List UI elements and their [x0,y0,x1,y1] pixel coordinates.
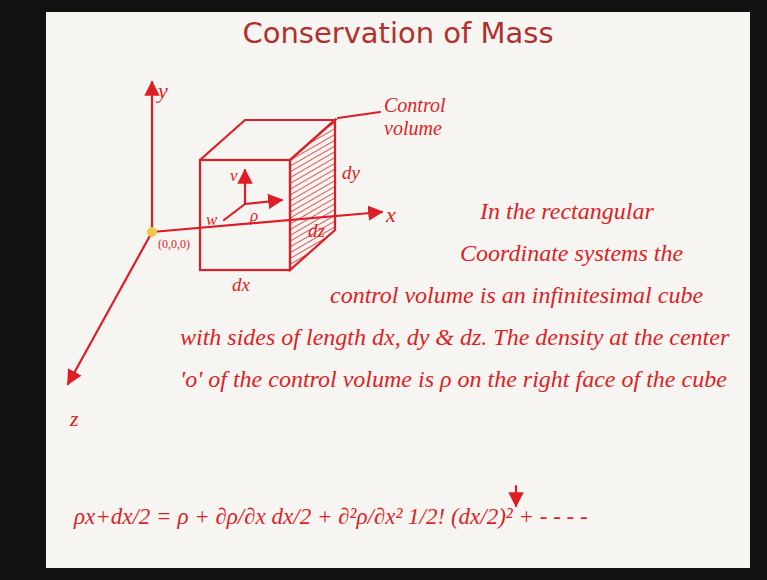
axis-label: y [158,78,168,103]
axis-label: x [386,202,396,227]
slide-background: Conservation of Mass Control volume y x z (0… [46,12,750,568]
z-axis [68,232,152,384]
dimension-label: dy [342,162,360,184]
slide-title: Conservation of Mass [46,16,750,50]
density-label: ρ [250,206,258,226]
cube-face [200,160,290,270]
axis-label: z [70,406,79,431]
y-axis [151,82,153,232]
dimension-label: dz [308,220,325,242]
dimension-label: dx [232,274,250,296]
equation: ρx+dx/2 = ρ + ∂ρ/∂x dx/2 + ∂²ρ/∂x² 1/2! … [74,504,738,530]
leader-line [338,112,380,118]
x-axis [152,212,382,232]
wrap-spacer [60,232,460,274]
cube-face [290,120,335,270]
pointer-arrow [515,486,517,506]
wrap-spacer [60,190,480,232]
origin-label: (0,0,0) [158,238,190,252]
wrap-spacer [60,274,330,316]
cube-edge [200,120,335,160]
wrap-spacer [60,316,180,568]
velocity-arrow [224,204,245,220]
velocity-label: w [206,210,217,230]
origin-dot [147,227,157,237]
velocity-arrow [244,170,246,204]
callout-label: Control volume [384,94,494,140]
velocity-label: v [230,166,238,186]
velocity-arrow [245,200,282,204]
